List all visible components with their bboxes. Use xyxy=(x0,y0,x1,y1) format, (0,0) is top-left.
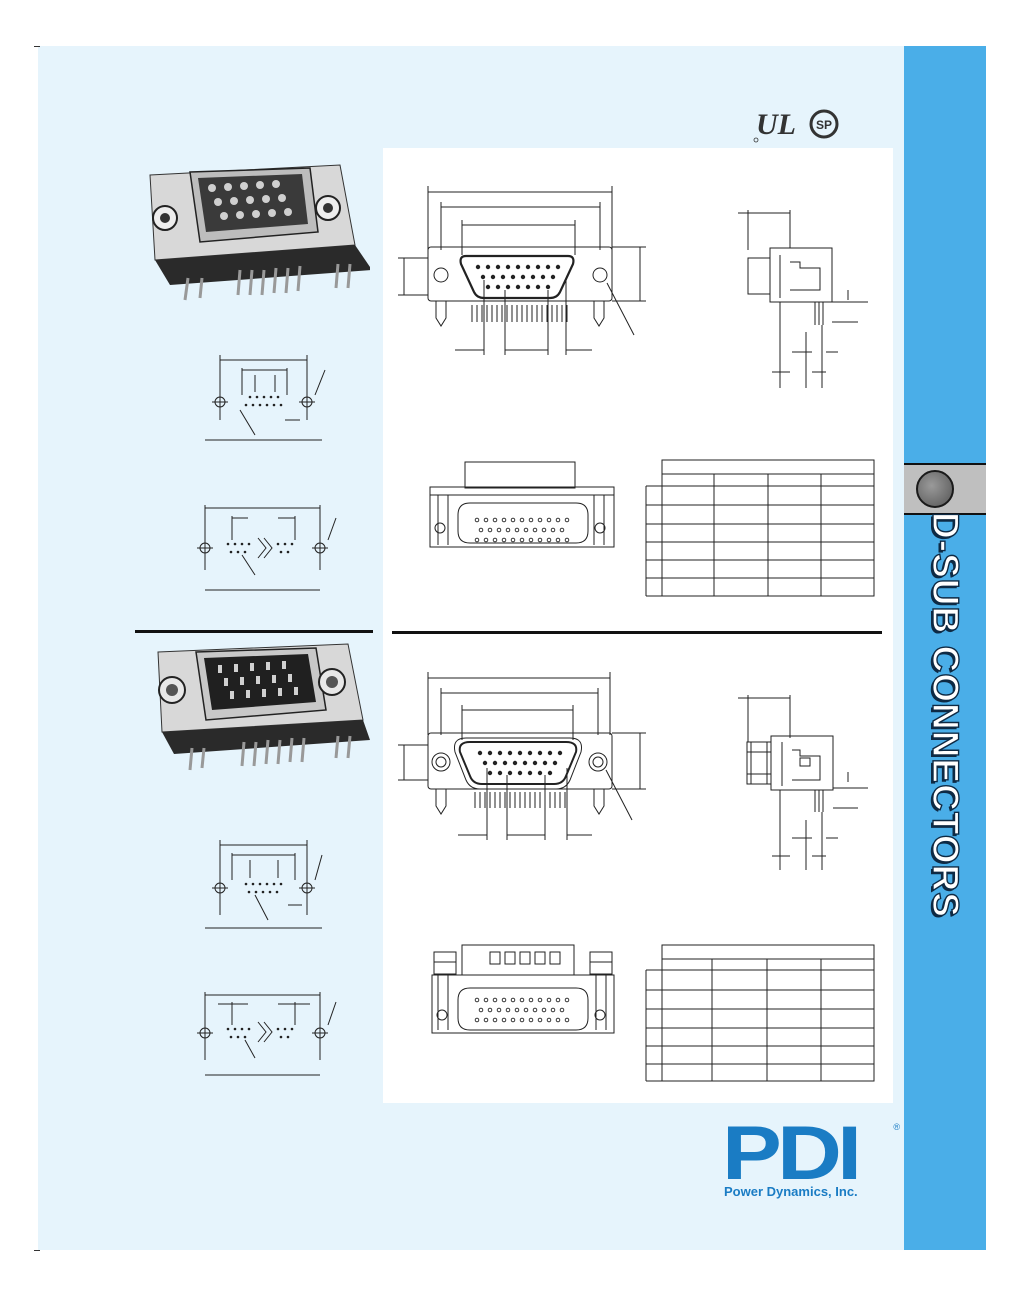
male-connector-photo xyxy=(148,640,370,780)
ul-mark-icon: UL xyxy=(752,104,800,144)
logo-text: PDI xyxy=(722,1111,862,1196)
company-name: Power Dynamics, Inc. xyxy=(724,1184,858,1199)
registered-mark: ® xyxy=(893,1122,900,1132)
ul-mark-text: UL xyxy=(756,108,796,141)
section-divider-right xyxy=(392,631,882,634)
crop-mark xyxy=(34,46,40,47)
section-title-container: D-SUB CONNECTORS xyxy=(917,511,973,918)
tab-indicator-icon xyxy=(916,470,954,508)
female-connector-photo xyxy=(140,160,372,310)
csa-mark-text: SP xyxy=(816,118,832,132)
section-sidebar xyxy=(904,46,986,1250)
section-tab xyxy=(904,463,986,515)
pdi-logo: PDI ® Power Dynamics, Inc. xyxy=(722,1116,900,1200)
drawing-panel xyxy=(383,148,893,1103)
section-divider-left xyxy=(135,630,373,633)
section-title: D-SUB CONNECTORS xyxy=(924,511,966,918)
csa-mark-icon: SP xyxy=(808,108,840,140)
crop-mark xyxy=(34,1250,40,1251)
